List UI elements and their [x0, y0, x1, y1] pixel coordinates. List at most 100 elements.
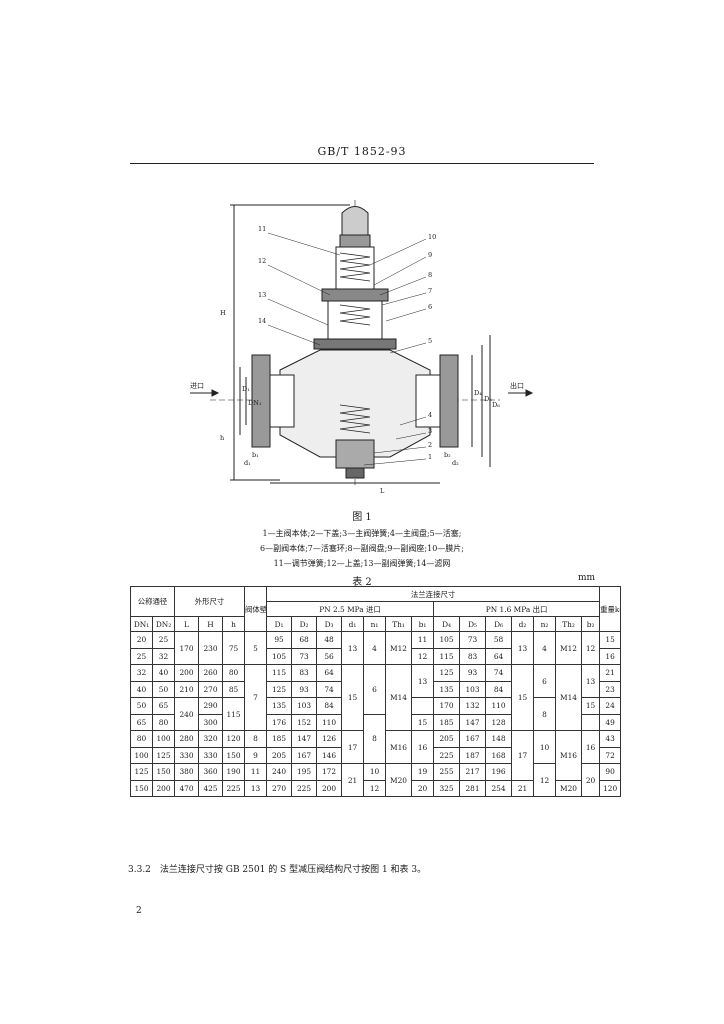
- dim-b2-label: b₂: [444, 451, 451, 459]
- callout-4: 4: [428, 411, 432, 419]
- table-cell: 125: [151, 746, 176, 764]
- table-cell: 254: [485, 779, 513, 797]
- table-cell: 225: [222, 779, 246, 797]
- table-cell: 50: [130, 697, 153, 715]
- table-cell: 196: [485, 763, 513, 781]
- table-cell: 103: [291, 697, 318, 715]
- header-nominal: 公称通径: [129, 586, 176, 617]
- col-b1: b₁: [411, 616, 435, 632]
- table-cell: 230: [198, 631, 224, 665]
- col-Th1: Th₁: [385, 616, 413, 632]
- table-cell: 172: [316, 763, 343, 781]
- legend-line: 6—副阀本体;7—活塞环;8—副阀盘;9—副阀座;10—膜片;: [259, 544, 464, 553]
- table-cell: 6: [363, 664, 387, 715]
- header-outlet: PN 1.6 MPa 出口: [433, 601, 601, 617]
- col-d2: d₂: [511, 616, 535, 632]
- table-cell: 7: [244, 664, 268, 731]
- table-cell: 330: [174, 746, 200, 764]
- col-n2: n₂: [533, 616, 557, 632]
- col-Th2: Th₂: [555, 616, 583, 632]
- table-cell: 205: [266, 746, 293, 764]
- table-cell: 425: [198, 779, 224, 797]
- table-cell: 185: [433, 713, 461, 731]
- table-cell: 20: [581, 763, 601, 797]
- table-cell: 80: [222, 664, 246, 682]
- table-cell: 125: [130, 763, 153, 781]
- table-cell: 167: [459, 730, 487, 748]
- callout-9: 9: [428, 251, 432, 259]
- table-cell: 80: [151, 713, 176, 731]
- col-d1: d₁: [341, 616, 365, 632]
- table-cell: 8: [363, 713, 387, 764]
- dim-D4-label: D₄: [474, 389, 482, 397]
- table-cell: 100: [130, 746, 153, 764]
- table-cell: 147: [291, 730, 318, 748]
- table-cell: 8: [533, 697, 557, 731]
- table-cell: 65: [151, 697, 176, 715]
- table-cell: 68: [291, 631, 318, 649]
- table-cell: 150: [151, 763, 176, 781]
- table-cell: 260: [198, 664, 224, 682]
- table-cell: 56: [316, 647, 343, 665]
- table-cell: 200: [316, 779, 343, 797]
- table-cell: M16: [555, 730, 583, 781]
- table-cell: 270: [266, 779, 293, 797]
- table-cell: 15: [411, 713, 435, 731]
- table-cell: 24: [599, 697, 622, 715]
- table-cell: 110: [316, 713, 343, 731]
- table-cell: 93: [459, 664, 487, 682]
- table-cell: 21: [341, 763, 365, 797]
- table-cell: 128: [485, 713, 513, 731]
- table-cell: 19: [411, 763, 435, 781]
- header-wall: 阀体壁厚: [244, 586, 268, 632]
- header-flange: 法兰连接尺寸: [266, 586, 601, 602]
- clause-note: 3.3.2 法兰连接尺寸按 GB 2501 的 S 型减压阀结构尺寸按图 1 和…: [128, 865, 427, 875]
- callout-2: 2: [428, 441, 432, 449]
- standard-code-header: GB/T 1852-93: [317, 145, 407, 158]
- table-cell: 103: [459, 680, 487, 698]
- table-cell: 25: [151, 631, 176, 649]
- table-cell: 15: [599, 631, 622, 649]
- table-cell: 20: [411, 779, 435, 797]
- table-cell: 32: [151, 647, 176, 665]
- table-cell: 176: [266, 713, 293, 731]
- dim-L-label: L: [380, 487, 385, 495]
- table-cell: 73: [291, 647, 318, 665]
- col-D3: D₃: [316, 616, 343, 632]
- callout-3: 3: [428, 427, 432, 435]
- table-cell: 21: [511, 779, 535, 797]
- table-cell: M16: [385, 730, 413, 764]
- table-cell: 217: [459, 763, 487, 781]
- table-cell: 100: [151, 730, 176, 748]
- table-cell: 170: [174, 631, 200, 665]
- legend-line: 11—调节弹簧;12—上盖;13—副阀弹簧;14—滤网: [273, 559, 451, 568]
- table-cell: 48: [316, 631, 343, 649]
- callout-8: 8: [428, 271, 432, 279]
- table-cell: 10: [533, 730, 557, 764]
- col-D2: D₂: [291, 616, 318, 632]
- table-cell: 325: [433, 779, 461, 797]
- table-cell: 83: [291, 664, 318, 682]
- table-cell: 210: [174, 680, 200, 698]
- table-cell: 195: [291, 763, 318, 781]
- table-cell: 126: [316, 730, 343, 748]
- table-cell: 125: [266, 680, 293, 698]
- table-cell: 146: [316, 746, 343, 764]
- table-cell: 43: [599, 730, 622, 748]
- col-DN2: DN₂: [151, 616, 176, 632]
- table-cell: 64: [485, 647, 513, 665]
- table-cell: 13: [581, 664, 601, 698]
- table-cell: M14: [555, 664, 583, 731]
- table-cell: 152: [291, 713, 318, 731]
- callout-13: 13: [258, 291, 266, 299]
- dim-D1-label: D₁: [242, 385, 250, 393]
- table-cell: M12: [555, 631, 583, 665]
- dim-H-label: H: [220, 309, 226, 317]
- table-cell: 64: [316, 664, 343, 682]
- table-cell: 320: [198, 730, 224, 748]
- outlet-label: 出口: [510, 381, 524, 390]
